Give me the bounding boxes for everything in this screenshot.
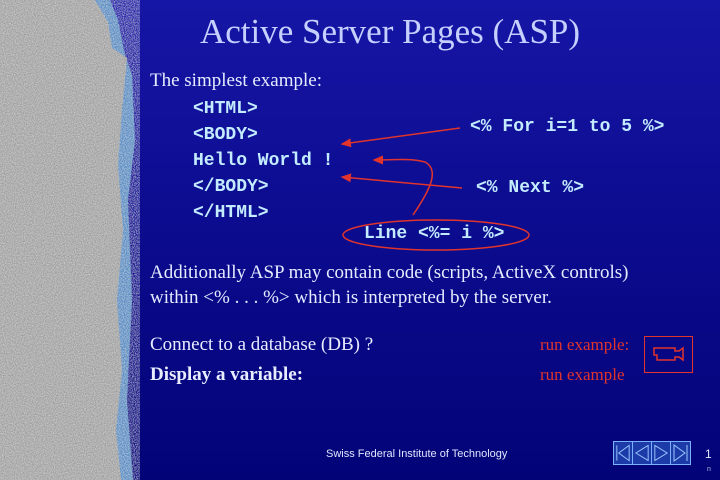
footer-institution: Swiss Federal Institute of Technology <box>326 448 508 460</box>
arrow-for <box>340 127 461 148</box>
annotation-line: Line <%= i %> <box>364 224 505 244</box>
page-number: 1 <box>705 447 712 461</box>
code-line: Hello World ! <box>193 151 334 171</box>
previous-slide-icon[interactable] <box>633 442 652 464</box>
annotation-for-loop: <% For i=1 to 5 %> <box>470 117 665 137</box>
arrow-next <box>340 173 463 189</box>
page-sub-label: n <box>707 466 711 473</box>
next-slide-icon[interactable] <box>652 442 671 464</box>
run-example-button[interactable] <box>644 336 693 373</box>
code-line: </HTML> <box>193 203 269 223</box>
connect-db-text: Connect to a database (DB) ? <box>150 334 374 355</box>
run-example-link[interactable]: run example <box>540 365 625 384</box>
granite-decoration <box>0 0 135 480</box>
page-title: Active Server Pages (ASP) <box>199 12 581 51</box>
line-ellipse <box>342 219 530 251</box>
subtitle: The simplest example: <box>150 70 323 91</box>
display-variable-text: Display a variable: <box>150 364 304 385</box>
first-slide-icon[interactable] <box>614 442 633 464</box>
slide-navigation <box>613 441 691 465</box>
code-line: <BODY> <box>193 125 258 145</box>
run-example-link[interactable]: run example: <box>540 335 630 354</box>
paragraph-line: Additionally ASP may contain code (scrip… <box>150 262 629 283</box>
code-line: </BODY> <box>193 177 269 197</box>
annotation-next: <% Next %> <box>476 178 585 198</box>
paragraph-line: within <% . . . %> which is interpreted … <box>150 287 552 308</box>
last-slide-icon[interactable] <box>671 442 690 464</box>
code-line: <HTML> <box>193 99 258 119</box>
video-camera-icon <box>653 346 684 362</box>
arrow-line <box>372 155 434 216</box>
